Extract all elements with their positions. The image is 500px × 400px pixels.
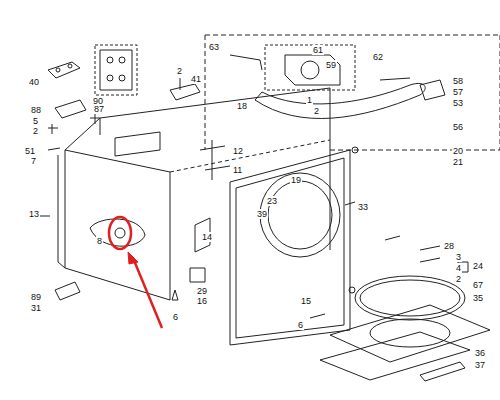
callout-number: 61 [312,45,324,55]
callout-number: 37 [474,360,486,370]
callout-number: 15 [300,296,312,306]
callout-number: 2 [32,126,39,136]
callout-number: 8 [96,236,103,246]
callout-number: 39 [256,209,268,219]
callout-number: 3 [455,252,462,262]
callout-number: 40 [28,77,40,87]
callout-number: 56 [452,122,464,132]
callout-number: 4 [455,263,462,273]
callout-number: 88 [30,105,42,115]
callout-number: 23 [266,196,278,206]
callout-number: 5 [32,116,39,126]
callout-number: 1 [306,95,313,105]
callout-number: 2 [455,274,462,284]
callout-number: 41 [190,74,202,84]
callout-number: 51 [24,146,36,156]
callout-number: 36 [474,348,486,358]
callout-number: 58 [452,76,464,86]
callout-number: 24 [472,261,484,271]
callout-number: 87 [93,104,105,114]
callout-number: 59 [325,60,337,70]
callout-number: 53 [452,98,464,108]
callout-number: 18 [236,101,248,111]
callout-number: 31 [30,303,42,313]
callout-number: 12 [232,146,244,156]
callout-number: 6 [297,320,304,330]
callout-number: 63 [208,42,220,52]
callout-number: 13 [28,209,40,219]
callout-number: 6 [172,312,179,322]
callout-number: 29 [196,286,208,296]
callout-number: 20 [452,146,464,156]
callout-number: 89 [30,292,42,302]
callout-number: 35 [472,293,484,303]
callout-number: 14 [201,232,213,242]
callout-number: 2 [313,106,320,116]
callout-number: 62 [372,52,384,62]
callout-number: 16 [196,296,208,306]
callout-number: 11 [232,165,243,175]
callout-number: 7 [30,156,37,166]
callout-number: 28 [443,241,455,251]
callout-number: 57 [452,87,464,97]
callout-number: 21 [452,157,464,167]
callout-number: 2 [176,66,183,76]
callout-number: 19 [290,175,302,185]
callout-number: 67 [472,280,484,290]
callout-number: 33 [357,202,369,212]
